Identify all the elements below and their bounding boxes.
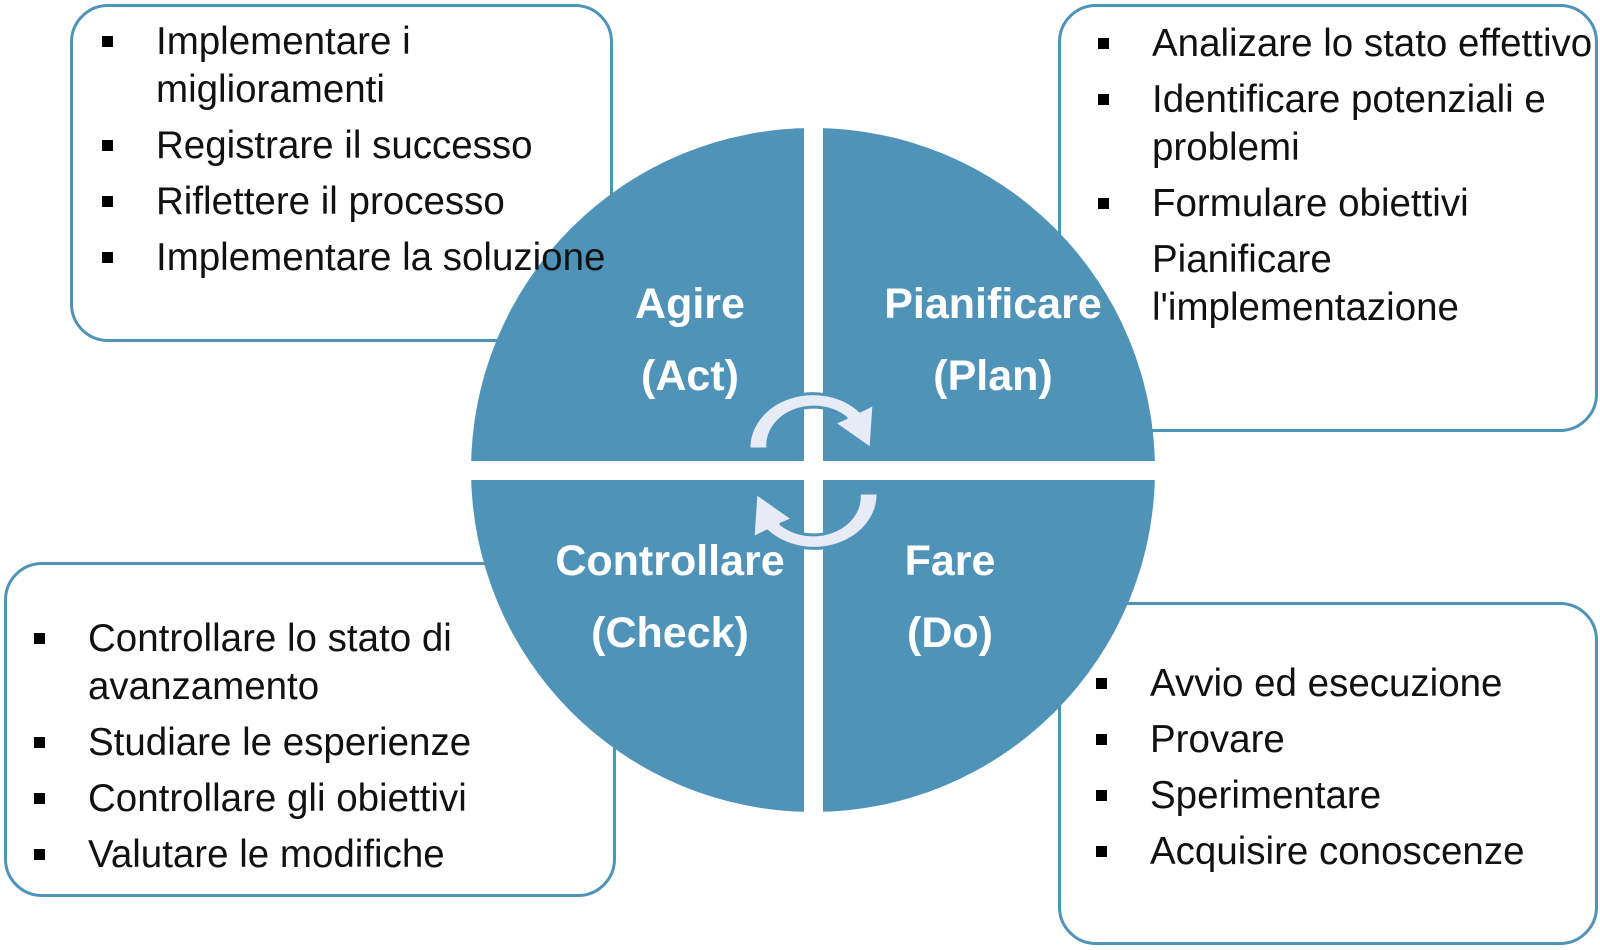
list-item-text: Identificare potenziali e problemi (1152, 78, 1546, 169)
bullet-icon (1098, 94, 1109, 105)
list-item-text: Valutare le modifiche (88, 833, 445, 876)
list-item-text: Implementare la soluzione (156, 236, 606, 279)
check-title: Controllare (555, 537, 785, 585)
quadrant-do-label: Fare (Do) (860, 525, 1040, 669)
list-item: Riflettere il processo (74, 178, 614, 226)
list-item: Pianificare l'implementazione (1070, 236, 1600, 332)
list-item-text: Formulare obiettivi (1152, 182, 1469, 225)
list-item-text: Controllare lo stato di avanzamento (88, 617, 452, 708)
list-item: Valutare le modifiche (6, 831, 546, 879)
list-item: Registrare il successo (74, 122, 614, 170)
list-item-text: Riflettere il processo (156, 180, 505, 223)
act-box (70, 4, 613, 342)
bullet-icon (1098, 198, 1109, 209)
quadrant-check-label: Controllare (Check) (520, 525, 820, 669)
list-item: Studiare le esperienze (6, 719, 546, 767)
list-item: Sperimentare (1068, 772, 1598, 820)
list-item-text: Provare (1150, 718, 1285, 761)
list-item: Implementare la soluzione (74, 234, 614, 282)
list-item-text: Acquisire conoscenze (1150, 830, 1525, 873)
quadrant-act-label: Agire (Act) (600, 268, 780, 412)
bullet-icon (1096, 734, 1107, 745)
bullet-icon (34, 737, 45, 748)
check-list: Controllare lo stato di avanzamento Stud… (6, 615, 546, 887)
bullet-icon (1098, 38, 1109, 49)
bullet-icon (1096, 846, 1107, 857)
list-item: Provare (1068, 716, 1598, 764)
arrow-act-to-plan-icon (747, 392, 876, 451)
list-item: Identificare potenziali e problemi (1070, 76, 1600, 172)
horizontal-divider (460, 461, 1166, 480)
bullet-icon (1096, 678, 1107, 689)
plan-box (1058, 4, 1598, 432)
list-item: Avvio ed esecuzione (1068, 660, 1598, 708)
bullet-icon (102, 140, 113, 151)
bullet-icon (102, 36, 113, 47)
list-item-text: Analizare lo stato effettivo (1152, 22, 1593, 65)
bullet-icon (1096, 790, 1107, 801)
list-item: Analizare lo stato effettivo (1070, 20, 1600, 68)
list-item: Implementare i miglioramenti (74, 18, 614, 114)
do-box (1058, 602, 1598, 945)
do-subtitle: (Do) (907, 609, 993, 657)
list-item: Controllare lo stato di avanzamento (6, 615, 546, 711)
list-item-text: Sperimentare (1150, 774, 1382, 817)
bullet-icon (102, 252, 113, 263)
act-list: Implementare i miglioramenti Registrare … (74, 18, 614, 290)
plan-title: Pianificare (884, 280, 1102, 328)
list-item: Acquisire conoscenze (1068, 828, 1598, 876)
do-list: Avvio ed esecuzione Provare Sperimentare… (1068, 660, 1598, 884)
bullet-icon (102, 196, 113, 207)
list-item-text: Studiare le esperienze (88, 721, 472, 764)
list-item-text: Registrare il successo (156, 124, 533, 167)
list-item: Formulare obiettivi (1070, 180, 1600, 228)
check-subtitle: (Check) (591, 609, 749, 657)
plan-list: Analizare lo stato effettivo Identificar… (1070, 20, 1600, 340)
bullet-icon (34, 793, 45, 804)
list-item: Controllare gli obiettivi (6, 775, 546, 823)
do-title: Fare (904, 537, 996, 585)
quadrant-plan-label: Pianificare (Plan) (858, 268, 1128, 412)
list-item-text: Controllare gli obiettivi (88, 777, 467, 820)
bullet-icon (34, 633, 45, 644)
bullet-icon (34, 849, 45, 860)
act-title: Agire (635, 280, 745, 328)
list-item-text: Avvio ed esecuzione (1150, 662, 1503, 705)
list-item-text: Pianificare l'implementazione (1152, 238, 1459, 329)
list-item-text: Implementare i miglioramenti (156, 20, 411, 111)
plan-subtitle: (Plan) (933, 352, 1053, 400)
arrow-do-to-check-icon (751, 491, 880, 550)
act-subtitle: (Act) (641, 352, 739, 400)
